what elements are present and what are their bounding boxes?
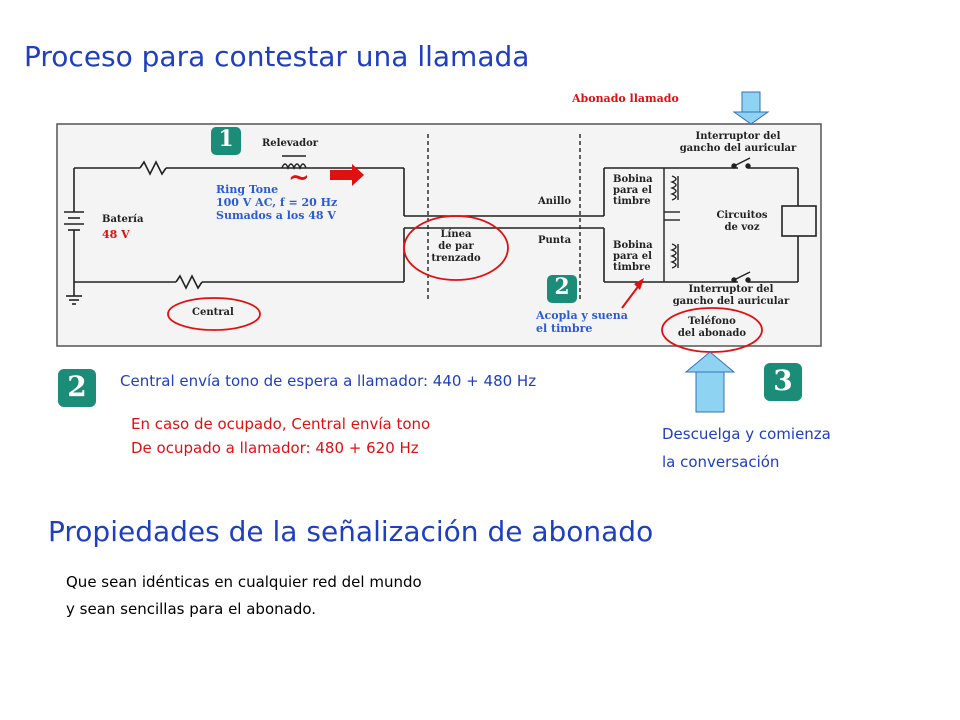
telefono-label: Teléfono del abonado <box>672 316 752 340</box>
central-label: Central <box>192 307 234 318</box>
highlight-telefono <box>661 307 763 353</box>
relevador-label: Relevador <box>262 138 319 149</box>
anillo-label: Anillo <box>538 196 572 207</box>
circuitos-line-2: de voz <box>724 222 760 233</box>
circuitos-line-1: Circuitos <box>716 210 768 221</box>
bobina-top-label: Bobina para el timbre <box>613 174 653 207</box>
acopla-label: Acopla y suena el timbre <box>536 309 628 335</box>
ac-symbol: ~ <box>288 163 310 193</box>
hook-switches <box>731 157 751 283</box>
bobina-top-line-2: para el <box>613 185 652 196</box>
linea-label: Línea de par trenzado <box>428 229 484 265</box>
telefono-line-1: Teléfono <box>688 316 736 327</box>
interruptor-bottom-line-1: Interruptor del <box>688 284 774 295</box>
descuelga-text: Descuelga y comienza la conversación <box>662 420 831 476</box>
punta-label: Punta <box>538 235 572 246</box>
linea-line-2: de par <box>438 241 474 252</box>
bateria-voltage: 48 V <box>102 228 130 241</box>
circuitos-label: Circuitos de voz <box>712 210 772 234</box>
bobina-bottom-label: Bobina para el timbre <box>613 240 653 273</box>
step2-number: 2 <box>67 370 87 403</box>
interruptor-top-line-2: gancho del auricular <box>679 143 797 154</box>
telefono-line-2: del abonado <box>677 328 747 339</box>
section-subtitle: Propiedades de la señalización de abonad… <box>48 515 654 548</box>
ring-tone-line-2: 100 V AC, f = 20 Hz <box>216 196 338 209</box>
step3-badge <box>764 363 802 401</box>
bell-coils <box>663 168 680 282</box>
properties-line-1: Que sean idénticas en cualquier red del … <box>66 573 422 591</box>
bateria-label: Batería <box>102 214 144 225</box>
abonado-llamado-label: Abonado llamado <box>572 92 679 105</box>
battery-symbol <box>64 168 84 305</box>
espera-text: Central envía tono de espera a llamador:… <box>120 372 537 390</box>
properties-line-2: y sean sencillas para el abonado. <box>66 600 317 618</box>
interruptor-bottom-label: Interruptor del gancho del auricular <box>660 284 802 308</box>
interruptor-top-line-1: Interruptor del <box>695 131 781 142</box>
ring-tone-arrow <box>330 164 364 186</box>
arrow-down-icon <box>732 91 770 125</box>
acopla-line-2: el timbre <box>536 322 593 335</box>
interruptor-top-label: Interruptor del gancho del auricular <box>676 131 800 155</box>
top-wire <box>74 160 738 217</box>
acopla-pointer <box>621 283 641 309</box>
step2-diagram-badge <box>547 275 577 303</box>
page-title: Proceso para contestar una llamada <box>24 40 530 73</box>
voice-circuit-box <box>781 205 817 237</box>
ring-tone-line-1: Ring Tone <box>216 183 279 196</box>
step1-number: 1 <box>218 126 234 152</box>
step1-badge <box>211 127 241 155</box>
interruptor-bottom-line-2: gancho del auricular <box>672 296 790 307</box>
descuelga-line-2: la conversación <box>662 453 780 471</box>
acopla-line-1: Acopla y suena <box>536 309 628 322</box>
step2-diagram-number: 2 <box>554 274 570 300</box>
relay-coil <box>281 155 307 170</box>
ring-tone-line-3: Sumados a los 48 V <box>216 209 336 222</box>
descuelga-line-1: Descuelga y comienza <box>662 425 831 443</box>
ocupado-line-2: De ocupado a llamador: 480 + 620 Hz <box>131 439 419 457</box>
ocupado-line-1: En caso de ocupado, Central envía tono <box>131 415 431 433</box>
ring-tone-text: Ring Tone 100 V AC, f = 20 Hz Sumados a … <box>216 183 337 222</box>
ocupado-text: En caso de ocupado, Central envía tono D… <box>131 412 430 460</box>
linea-line-1: Línea <box>440 229 472 240</box>
bobina-top-line-1: Bobina <box>613 174 653 185</box>
linea-line-3: trenzado <box>431 253 481 264</box>
highlight-linea <box>403 215 509 281</box>
properties-text: Que sean idénticas en cualquier red del … <box>66 569 422 623</box>
bobina-bottom-line-1: Bobina <box>613 240 653 251</box>
step3-number: 3 <box>773 364 793 397</box>
bobina-top-line-3: timbre <box>613 196 651 207</box>
arrow-up-icon <box>684 351 736 413</box>
highlight-central <box>167 297 261 331</box>
bobina-bottom-line-2: para el <box>613 251 652 262</box>
step2-badge <box>58 369 96 407</box>
bobina-bottom-line-3: timbre <box>613 262 651 273</box>
bottom-wire <box>74 227 738 290</box>
